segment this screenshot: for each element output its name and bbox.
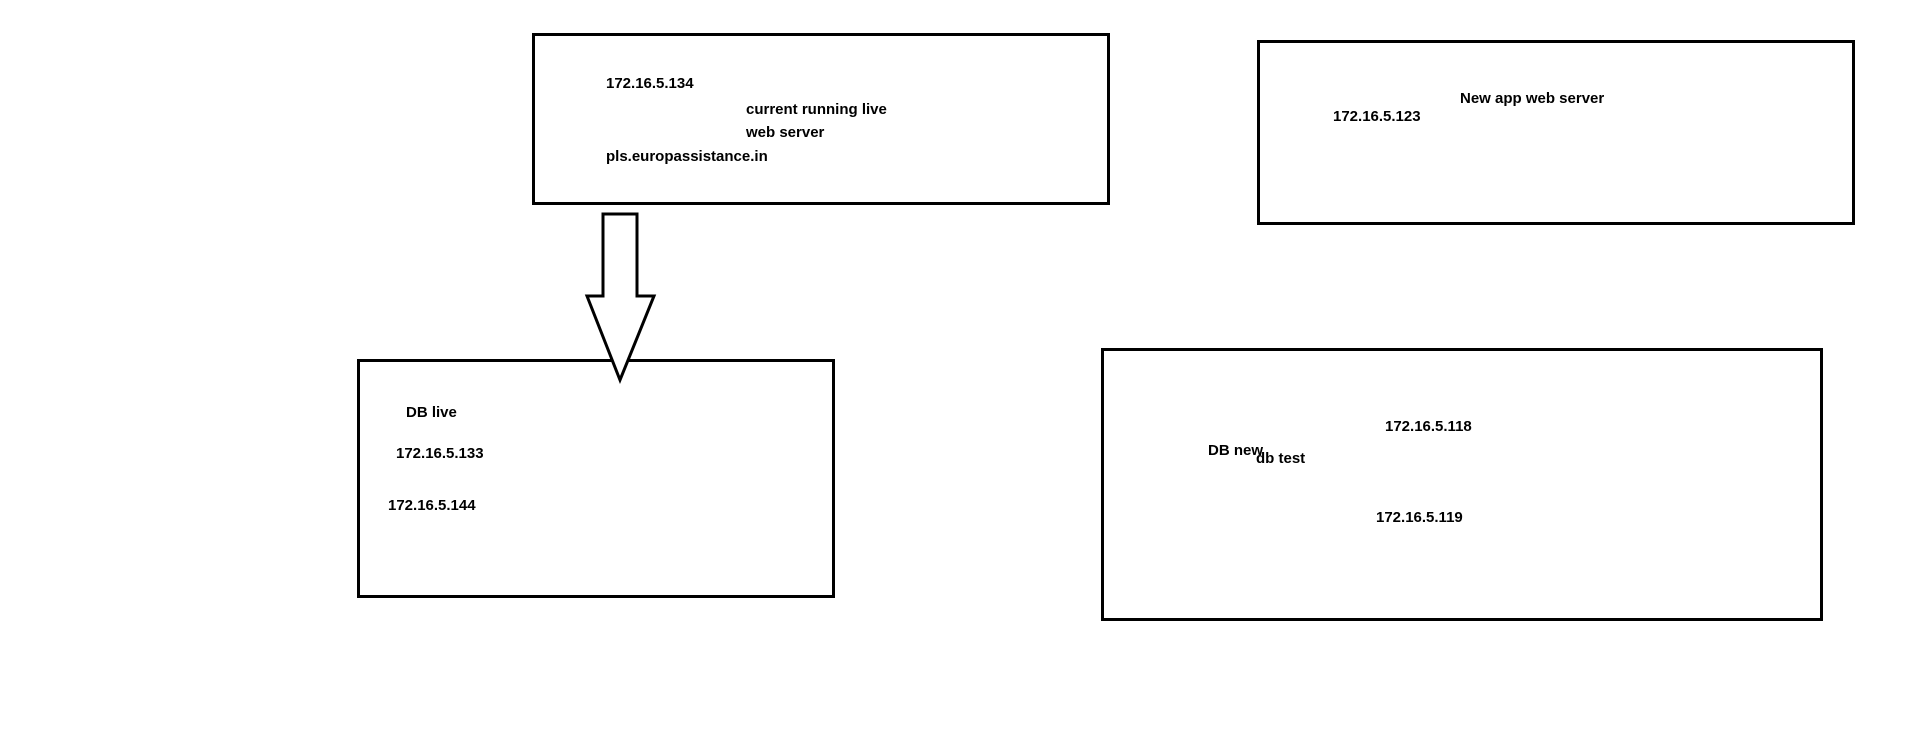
- live-web-server-ip: 172.16.5.134: [606, 75, 694, 92]
- new-app-server-ip: 172.16.5.123: [1333, 108, 1421, 125]
- db-new-box: [1101, 348, 1823, 621]
- db-live-title: DB live: [406, 404, 457, 421]
- live-web-server-hostname: pls.europassistance.in: [606, 148, 768, 165]
- db-new-ip-secondary: 172.16.5.119: [1376, 509, 1463, 526]
- new-app-server-box: [1257, 40, 1855, 225]
- live-web-server-description-line2: web server: [746, 124, 825, 141]
- live-web-server-description-line1: current running live: [746, 101, 887, 118]
- db-new-subtitle: db test: [1256, 450, 1306, 467]
- db-new-ip-primary: 172.16.5.118: [1385, 418, 1472, 435]
- db-live-box: [357, 359, 835, 598]
- live-web-server-box: [532, 33, 1110, 205]
- new-app-server-title: New app web server: [1460, 90, 1605, 107]
- arrow-shape: [584, 212, 657, 385]
- db-new-title: DB new: [1208, 442, 1264, 459]
- db-live-ip-primary: 172.16.5.133: [396, 445, 484, 462]
- db-live-ip-secondary: 172.16.5.144: [388, 497, 476, 514]
